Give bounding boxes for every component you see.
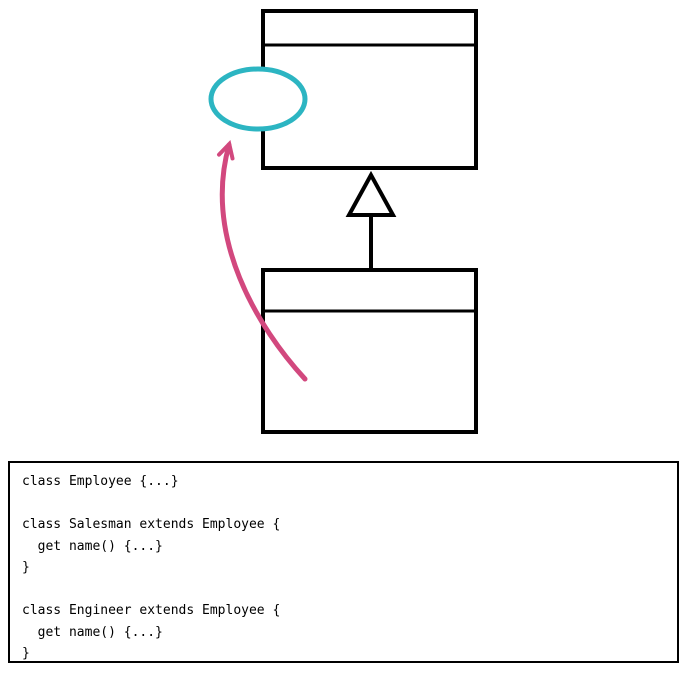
code-panel: class Employee {...} class Salesman exten… — [8, 461, 679, 663]
inheritance-triangle-icon — [345, 170, 397, 217]
annotation-arrow — [217, 139, 308, 382]
highlight-ellipse — [208, 66, 308, 132]
code-line: class Salesman extends Employee { — [22, 517, 281, 532]
child-class-box — [261, 268, 478, 434]
code-line: class Engineer extends Employee { — [22, 603, 281, 618]
code-line — [22, 493, 669, 515]
class-diagram — [208, 9, 478, 434]
code-line: get name() {...} — [22, 624, 163, 640]
code-line: } — [22, 646, 30, 661]
code-line — [22, 579, 669, 601]
code-line: } — [22, 560, 30, 575]
code-line: get name() {...} — [22, 538, 163, 554]
code-line: class Employee {...} — [22, 474, 179, 489]
